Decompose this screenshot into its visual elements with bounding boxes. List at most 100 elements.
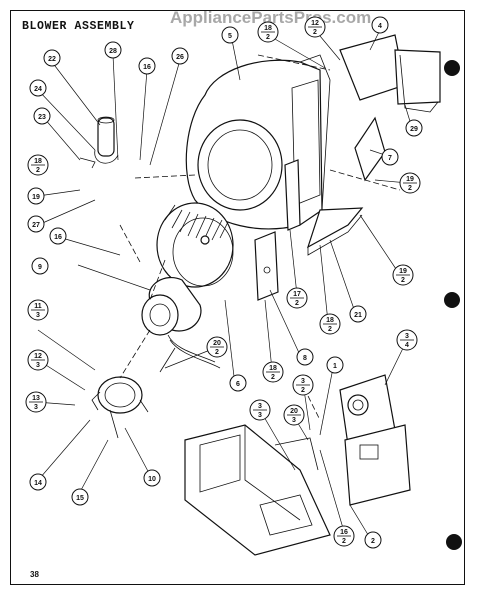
- support-bracket-21: [306, 207, 364, 256]
- svg-text:18: 18: [326, 317, 334, 324]
- svg-text:2: 2: [266, 34, 270, 41]
- callout-2: 2: [364, 531, 382, 549]
- callout-18-2-bottom: 182: [262, 361, 284, 383]
- svg-text:19: 19: [32, 194, 40, 201]
- svg-text:13: 13: [32, 395, 40, 402]
- svg-text:12: 12: [311, 20, 319, 27]
- svg-text:2: 2: [313, 29, 317, 36]
- svg-text:10: 10: [148, 476, 156, 483]
- svg-text:16: 16: [340, 529, 348, 536]
- binder-hole-top: [444, 60, 460, 76]
- callout-16-2-base: 162: [333, 525, 355, 547]
- callout-7: 7: [381, 148, 399, 166]
- callout-3-4: 34: [396, 329, 418, 351]
- svg-text:3: 3: [36, 362, 40, 369]
- svg-text:3: 3: [34, 404, 38, 411]
- upright-strip: [284, 159, 301, 231]
- svg-text:2: 2: [271, 374, 275, 381]
- svg-text:2: 2: [295, 300, 299, 307]
- svg-text:6: 6: [236, 381, 240, 388]
- callout-19: 19: [27, 187, 45, 205]
- svg-text:8: 8: [303, 355, 307, 362]
- svg-text:19: 19: [399, 268, 407, 275]
- callout-3-2: 32: [292, 374, 314, 396]
- svg-text:3: 3: [258, 403, 262, 410]
- svg-text:3: 3: [301, 378, 305, 385]
- callout-20-3: 203: [283, 404, 305, 426]
- callout-28: 28: [104, 41, 122, 59]
- svg-text:12: 12: [34, 353, 42, 360]
- svg-text:18: 18: [34, 158, 42, 165]
- svg-text:22: 22: [48, 56, 56, 63]
- callout-16-upper: 16: [138, 57, 156, 75]
- callout-9: 9: [31, 257, 49, 275]
- svg-text:15: 15: [76, 495, 84, 502]
- svg-text:5: 5: [228, 33, 232, 40]
- svg-text:7: 7: [388, 155, 392, 162]
- svg-text:18: 18: [269, 365, 277, 372]
- svg-text:2: 2: [408, 185, 412, 192]
- callout-11-3: 113: [27, 299, 49, 321]
- svg-text:28: 28: [109, 48, 117, 55]
- svg-text:3: 3: [36, 312, 40, 319]
- callout-14: 14: [29, 473, 47, 491]
- svg-text:21: 21: [354, 312, 362, 319]
- callout-12-2: 122: [304, 16, 326, 38]
- svg-text:9: 9: [38, 264, 42, 271]
- svg-text:4: 4: [405, 342, 409, 349]
- callout-17-2: 172: [286, 287, 308, 309]
- svg-text:2: 2: [371, 538, 375, 545]
- svg-text:2: 2: [328, 326, 332, 333]
- callout-19-2-lower: 192: [392, 264, 414, 286]
- diagram-title: BLOWER ASSEMBLY: [22, 20, 135, 33]
- callout-27: 27: [27, 215, 45, 233]
- callout-12-3: 123: [27, 349, 49, 371]
- svg-text:17: 17: [293, 291, 301, 298]
- svg-text:19: 19: [406, 176, 414, 183]
- callout-1: 1: [326, 356, 344, 374]
- svg-text:1: 1: [333, 363, 337, 370]
- svg-text:20: 20: [213, 340, 221, 347]
- callout-15: 15: [71, 488, 89, 506]
- callout-21: 21: [349, 305, 367, 323]
- blower-wheel: [156, 202, 234, 288]
- callout-4: 4: [371, 16, 389, 34]
- side-panel-7: [354, 116, 386, 182]
- callout-29: 29: [405, 119, 423, 137]
- svg-text:29: 29: [410, 126, 418, 133]
- svg-text:3: 3: [405, 333, 409, 340]
- callout-19-2-right: 192: [399, 172, 421, 194]
- callout-18-2-mid: 182: [319, 313, 341, 335]
- svg-text:26: 26: [176, 54, 184, 61]
- motor-mount-bracket: [91, 376, 149, 439]
- svg-text:16: 16: [143, 64, 151, 71]
- callout-18-2-top: 182: [257, 21, 279, 43]
- callout-3-3: 33: [249, 399, 271, 421]
- callout-16-lower: 16: [49, 227, 67, 245]
- svg-text:27: 27: [32, 222, 40, 229]
- svg-text:4: 4: [378, 23, 382, 30]
- svg-text:3: 3: [258, 412, 262, 419]
- leader-lines: [35, 29, 413, 539]
- svg-text:2: 2: [301, 387, 305, 394]
- callout-23: 23: [33, 107, 51, 125]
- callout-8: 8: [296, 348, 314, 366]
- svg-text:16: 16: [54, 234, 62, 241]
- upper-right-bracket: [339, 34, 441, 113]
- callout-22: 22: [43, 49, 61, 67]
- page-frame: [10, 10, 465, 585]
- svg-text:2: 2: [215, 349, 219, 356]
- callout-26: 26: [171, 47, 189, 65]
- binder-hole-middle: [444, 292, 460, 308]
- callout-24: 24: [29, 79, 47, 97]
- callout-10: 10: [143, 469, 161, 487]
- capacitor: [79, 116, 119, 169]
- binder-hole-bottom: [446, 534, 462, 550]
- svg-text:2: 2: [342, 538, 346, 545]
- callout-6: 6: [229, 374, 247, 392]
- svg-text:11: 11: [34, 303, 42, 310]
- svg-text:18: 18: [264, 25, 272, 32]
- svg-text:24: 24: [34, 86, 42, 93]
